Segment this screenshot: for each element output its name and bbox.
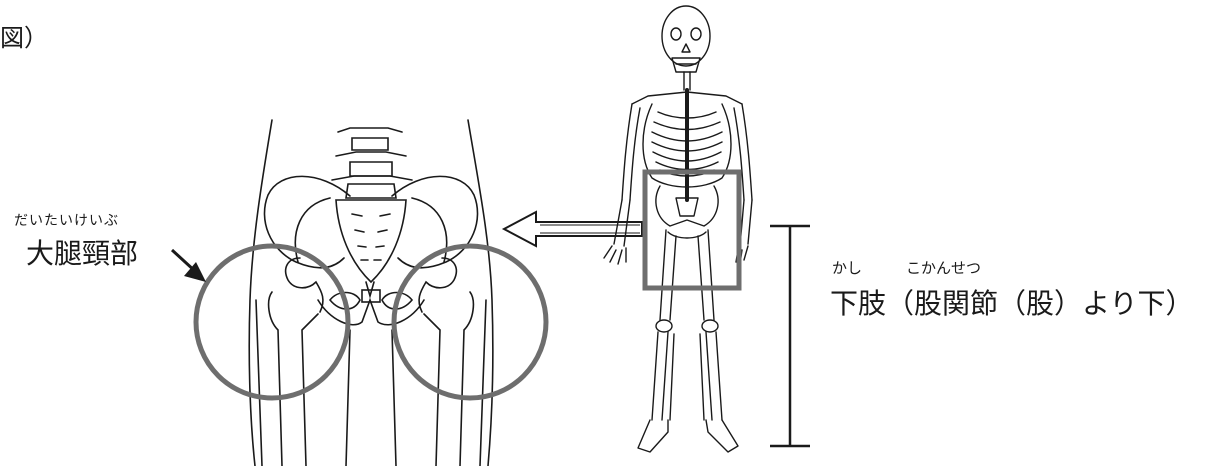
femoral-neck-pointer-arrow bbox=[172, 250, 206, 282]
pelvis-closeup-illustration bbox=[249, 120, 493, 466]
zoom-arrow bbox=[504, 212, 642, 246]
lower-limb-range-bracket bbox=[770, 226, 810, 446]
pelvis-highlight-box bbox=[645, 172, 739, 288]
full-skeleton-illustration bbox=[604, 6, 752, 452]
